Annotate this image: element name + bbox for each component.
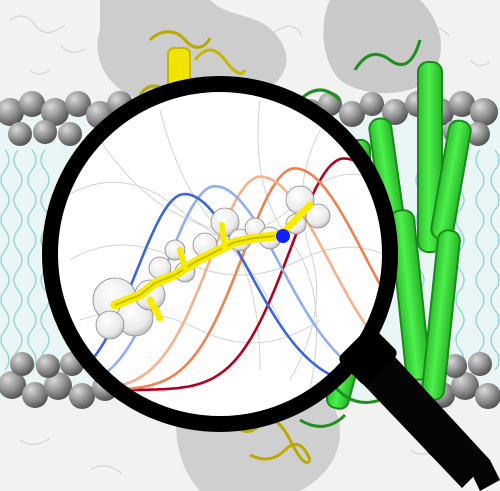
lens-content <box>50 84 390 424</box>
magnifier-rim <box>42 76 398 432</box>
magnifier-handle <box>339 327 500 491</box>
retinal-backbone <box>110 201 314 322</box>
solvent-shadow-right <box>323 0 441 94</box>
solvent-shadow <box>97 0 287 100</box>
nitrogen-atom <box>276 229 290 243</box>
